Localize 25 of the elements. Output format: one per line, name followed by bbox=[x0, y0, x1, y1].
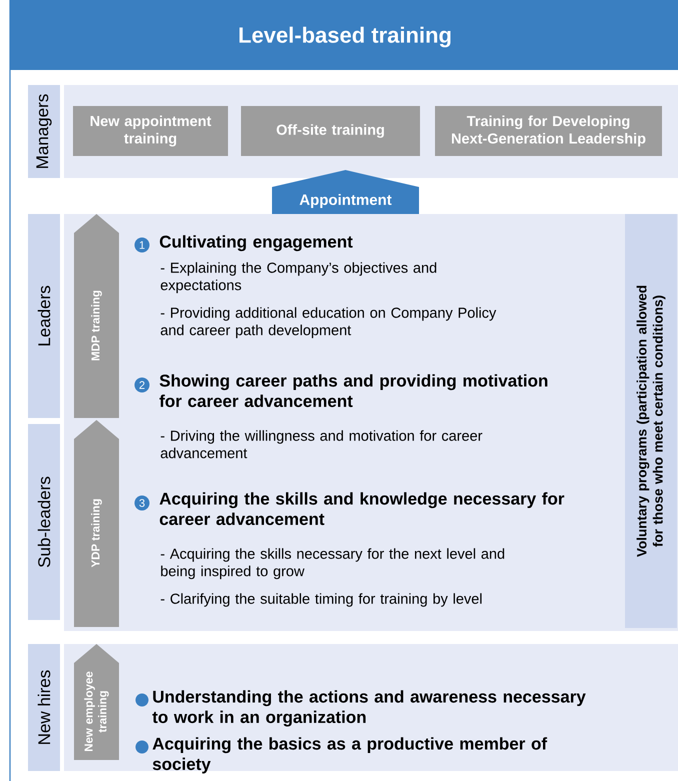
level-tab: Sub-leaders bbox=[28, 424, 60, 620]
item-text: - Clarifying the suitable timing for training by level bbox=[160, 593, 482, 607]
training-box: Training for Developing Next-Generation Leadership bbox=[435, 106, 662, 156]
voluntary-programs-box: Voluntary programs (participation allowed for those who meet certain conditions) bbox=[625, 214, 677, 628]
item-text: - Explaining the Company’s objectives and expectations bbox=[160, 262, 436, 294]
item-heading: Showing career paths and providing motivation for career advancement bbox=[160, 374, 548, 408]
number-badge: 1 bbox=[134, 238, 150, 252]
item-text: - Driving the willingness and motivation for career advancement bbox=[160, 430, 482, 458]
item-text: - Acquiring the skills necessary for the next level and being inspired to grow bbox=[160, 548, 504, 580]
level-tab: Managers bbox=[28, 85, 60, 178]
training-box: Off-site training bbox=[241, 106, 420, 156]
level-tab: Leaders bbox=[28, 214, 60, 418]
level-tab: New hires bbox=[28, 644, 60, 771]
training-column: YDP training bbox=[74, 420, 119, 627]
training-column: MDP training bbox=[74, 214, 119, 418]
item-heading: Acquiring the skills and knowledge necessary for career advancement bbox=[160, 492, 564, 526]
item-text: - Providing additional education on Company Policy and career path development bbox=[160, 307, 496, 338]
training-column: New employee training bbox=[74, 644, 119, 760]
number-badge: 3 bbox=[134, 496, 150, 510]
bullet-text: Acquiring the basics as a productive member of society bbox=[152, 737, 548, 774]
number-badge: 2 bbox=[134, 378, 150, 392]
bullet-text: Understanding the actions and awareness necessary to work in an organization bbox=[152, 690, 586, 727]
training-box: New appointment training bbox=[73, 106, 228, 156]
title-band: Level-based training bbox=[10, 0, 678, 70]
item-heading: Cultivating engagement bbox=[160, 235, 353, 252]
